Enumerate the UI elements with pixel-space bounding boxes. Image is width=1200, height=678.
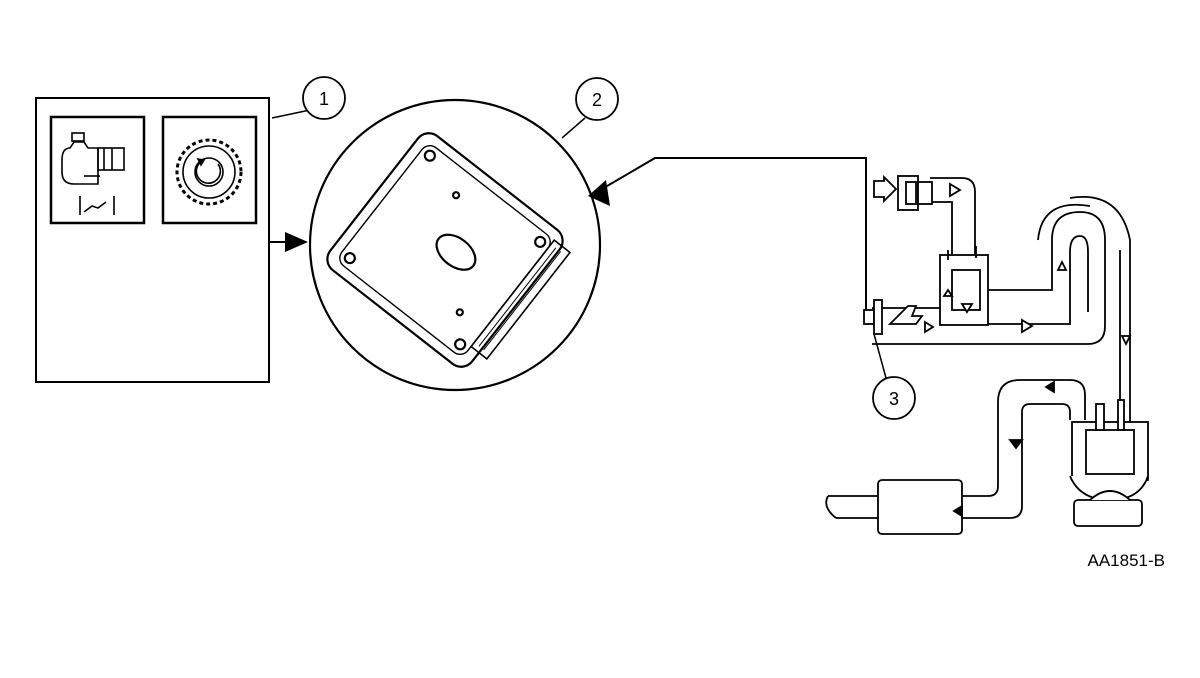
- vacuum-fitting: [873, 174, 962, 211]
- callout-3-label: 3: [889, 389, 899, 409]
- flow-arrow-4: [1120, 335, 1132, 347]
- flow-arrow-5: [1044, 380, 1055, 394]
- pcm-housing: [326, 132, 564, 368]
- callout-1-label: 1: [319, 89, 329, 109]
- flow-arrow-7: [952, 504, 963, 518]
- sensor-panel-frame: [35, 97, 270, 383]
- crankshaft-wheel-icon: [175, 138, 243, 206]
- pcm-logo: [435, 233, 477, 271]
- sensor-input-panel: [35, 97, 270, 383]
- callout-2-label: 2: [592, 90, 602, 110]
- egr-vacuum-regulator-solenoid: [939, 246, 989, 326]
- callout-2: 2: [561, 77, 619, 139]
- egr-system: [825, 174, 1149, 535]
- dpfe-sensor: [863, 299, 924, 335]
- throttle-position-sensor-box: [49, 115, 146, 225]
- pcm-module: [308, 98, 602, 392]
- figure-id: AA1851-B: [1088, 551, 1166, 570]
- vacuum-hose-upper: [930, 177, 976, 260]
- egr-valve: [1069, 399, 1149, 527]
- flow-arrow-2: [1021, 318, 1034, 334]
- flow-arrow-6: [1008, 439, 1024, 450]
- callout-1: 1: [271, 76, 346, 120]
- flow-arrow-1: [924, 320, 935, 334]
- pcm-connector: [469, 239, 572, 360]
- pcm-circle: [308, 98, 602, 392]
- flow-arrow-3: [1056, 259, 1068, 271]
- signal-arrow-to-pcm: [269, 232, 308, 252]
- exhaust-pipe: [828, 379, 1086, 519]
- pcm-output-line: [588, 157, 867, 318]
- callout-3: 3: [872, 333, 916, 420]
- muffler: [877, 479, 963, 535]
- crankshaft-sensor-box: [161, 115, 258, 225]
- throttle-position-sensor-icon: [61, 132, 125, 215]
